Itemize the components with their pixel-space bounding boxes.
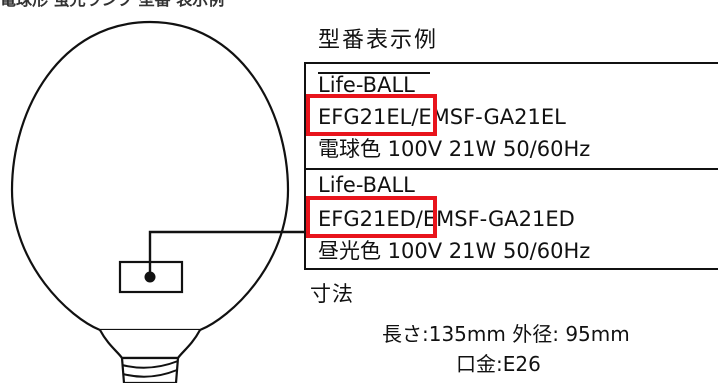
entry-1-brand: Life-BALL	[318, 73, 415, 97]
entry-1-spec: 電球色 100V 21W 50/60Hz	[318, 137, 591, 161]
entry-2-brand: Life-BALL	[318, 173, 415, 197]
screw-base	[120, 356, 180, 383]
leader-line	[148, 230, 310, 277]
model-example-frame	[304, 62, 718, 270]
cropped-header-text: 電球形 蛍光ランプ 型番 表示例	[0, 0, 480, 10]
entry-1-model-rest: /EMSF-GA21EL	[411, 105, 566, 129]
section-model-example-title: 型番表示例	[318, 28, 439, 53]
highlight-box-2	[306, 196, 437, 238]
dimensions-base: 口金:E26	[456, 352, 541, 376]
entry-1-model-highlight: EFG21EL	[318, 105, 412, 129]
dimensions-length-diameter: 長さ:135mm 外径: 95mm	[382, 322, 630, 346]
entry-2-spec: 昼光色 100V 21W 50/60Hz	[318, 239, 591, 263]
entry-1-brand-crop-line	[318, 72, 430, 74]
highlight-box-1	[306, 94, 437, 136]
entry-2-model: EFG21ED/EMSF-GA21ED	[318, 206, 575, 232]
entry-divider	[304, 168, 718, 170]
section-dimensions-title: 寸法	[310, 282, 354, 306]
entry-2-model-highlight: EFG21ED	[318, 207, 416, 231]
bulb-neck	[99, 329, 201, 360]
entry-2-model-rest: /EMSF-GA21ED	[415, 207, 575, 231]
entry-1-model: EFG21EL/EMSF-GA21EL	[318, 104, 566, 130]
